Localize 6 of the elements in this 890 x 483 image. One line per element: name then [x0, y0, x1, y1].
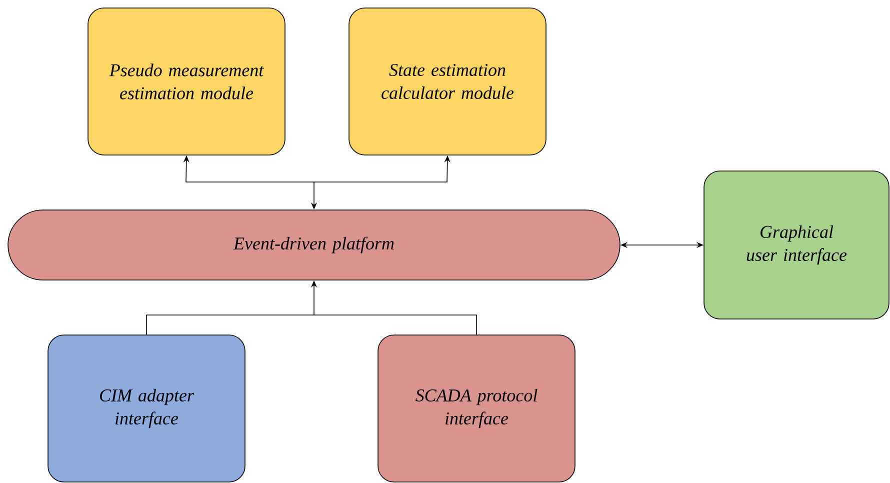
module-box: Pseudo measurement estimation module — [88, 8, 286, 156]
interface-box: CIM adapter interface — [48, 334, 246, 482]
module-box: State estimation calculator module — [348, 8, 546, 156]
interface-box: SCADA protocol interface — [378, 334, 576, 482]
interface-box: Graphical user interface — [704, 170, 890, 320]
platform-box: Event-driven platform — [8, 210, 620, 280]
